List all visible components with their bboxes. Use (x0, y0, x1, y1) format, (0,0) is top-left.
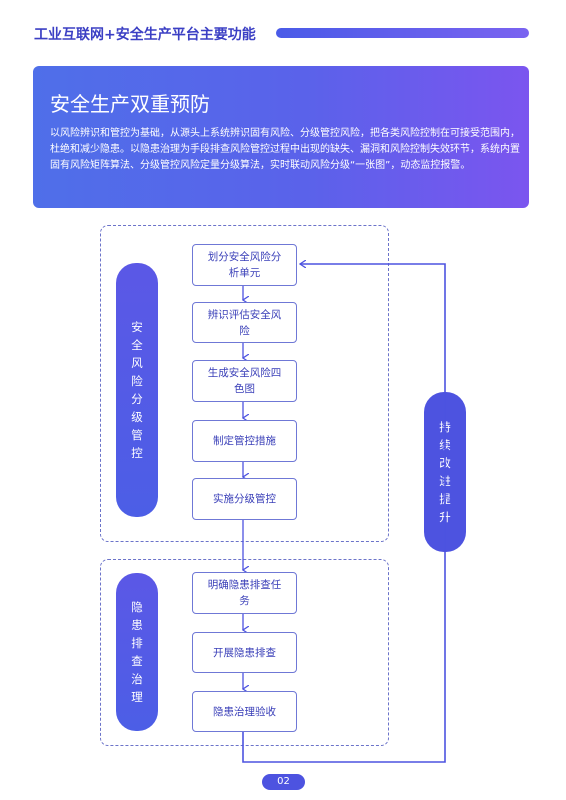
pill-char: 控 (131, 446, 143, 460)
page-number: 02 (262, 774, 305, 790)
step-risk-assessment: 辨识评估安全风险 (192, 302, 297, 343)
hazard-governance-pill: 隐 患 排 查 治 理 (116, 573, 158, 731)
pill-char: 查 (131, 654, 143, 668)
pill-char: 隐 (131, 600, 143, 614)
banner-title: 安全生产双重预防 (50, 92, 210, 116)
risk-control-pill: 安 全 风 险 分 级 管 控 (116, 263, 158, 517)
hazard-governance-group (100, 559, 389, 746)
pill-char: 管 (131, 428, 143, 442)
pill-char: 全 (131, 338, 143, 352)
pill-char: 险 (131, 374, 143, 388)
pill-char: 风 (131, 356, 143, 370)
step-control-measures: 制定管控措施 (192, 420, 297, 462)
step-hazard-tasks: 明确隐患排查任务 (192, 572, 297, 614)
step-tiered-control: 实施分级管控 (192, 478, 297, 520)
step-hazard-inspection: 开展隐患排查 (192, 632, 297, 673)
step-analysis-unit: 划分安全风险分析单元 (192, 244, 297, 286)
header-accent-bar (276, 28, 529, 38)
risk-control-group (100, 225, 389, 542)
banner-body: 以风险辨识和管控为基础，从源头上系统辨识固有风险、分级管控风险，把各类风险控制在… (50, 128, 520, 172)
pill-char: 级 (131, 410, 143, 424)
feedback-loop-line (242, 264, 446, 763)
step-hazard-acceptance: 隐患治理验收 (192, 691, 297, 732)
section-title: 工业互联网+安全生产平台主要功能 (34, 27, 256, 43)
pill-char: 排 (131, 636, 143, 650)
pill-char: 理 (131, 690, 143, 704)
pill-char: 治 (131, 672, 143, 686)
pill-char: 分 (131, 392, 143, 406)
step-four-color-map: 生成安全风险四色图 (192, 360, 297, 402)
pill-char: 安 (131, 320, 143, 334)
pill-char: 患 (131, 618, 143, 632)
intro-banner: 安全生产双重预防 以风险辨识和管控为基础，从源头上系统辨识固有风险、分级管控风险… (33, 66, 529, 208)
